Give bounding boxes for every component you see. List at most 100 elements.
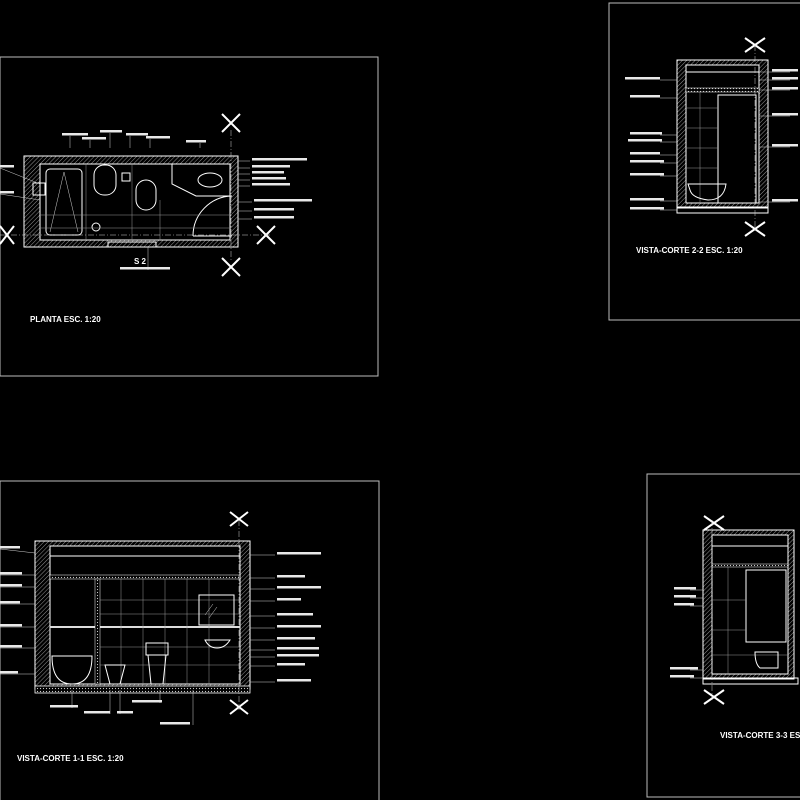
annotation-text-block [674,587,696,590]
annotation-text-block [630,152,660,155]
annotation-text-block [772,77,798,80]
annotation-text-block [132,700,162,703]
annotation-text-block [0,165,14,168]
annotation-text-block [772,199,798,202]
plan-fixtures [32,164,233,248]
sheet-frame [608,2,800,321]
annotation-text-block [630,173,664,176]
bathtub [51,655,93,685]
panel-corte-2-2: VISTA-CORTE 2-2 ESC. 1:20 [608,2,800,321]
annotation-text-block [772,113,798,116]
annotation-text-block [277,586,321,589]
annotation-text-block [630,95,660,98]
annotation-text-block [277,637,315,640]
sheet-frame [646,473,800,798]
section-mark: S 2 [134,257,147,266]
section-annotations [625,69,798,211]
plan-annotations [0,130,312,270]
annotation-text-block [0,671,18,674]
annotation-text-block [0,601,20,604]
section-walls [702,529,795,680]
annotation-text-block [277,613,313,616]
panel-planta: S 2 PLANTA ESC. 1:20 [0,56,379,377]
panel-corte-3-3: VISTA-CORTE 3-3 ESC. 1:20 [646,473,800,798]
annotation-text-block [0,584,22,587]
annotation-text-block [0,572,22,575]
washbasin [197,172,223,188]
annotation-text-block [772,69,798,72]
annotation-text-block [630,207,664,210]
panel-title: VISTA-CORTE 1-1 ESC. 1:20 [17,754,124,763]
annotation-text-block [0,546,20,549]
annotation-text-block [82,137,106,140]
annotation-text-block [277,552,321,555]
annotation-text-block [277,647,319,650]
annotation-text-block [0,645,22,648]
annotation-text-block [120,267,170,270]
annotation-text-block [630,160,664,163]
annotation-text-block [84,711,110,714]
panel-corte-1-1: VISTA-CORTE 1-1 ESC. 1:20 [0,480,380,800]
annotation-text-block [772,144,798,147]
bidet [93,164,117,196]
floor-drain [91,222,101,232]
sheet-frame [0,480,380,800]
annotation-text-block [772,87,798,90]
toilet [147,654,167,685]
annotation-text-block [670,667,698,670]
annotation-text-block [670,675,694,678]
leader-line [0,548,36,554]
annotation-text-block [252,183,290,186]
annotation-text-block [252,165,290,168]
sheet-frame [0,56,379,377]
toilet-tank [145,642,169,656]
panel-title: PLANTA ESC. 1:20 [30,315,101,324]
annotation-text-block [628,139,662,142]
annotation-text-block [50,705,78,708]
annotation-text-block [674,595,696,598]
annotation-text-block [277,625,321,628]
annotation-text-block [254,208,294,211]
shower-screen [745,569,787,643]
annotation-text-block [100,130,122,133]
shower-valve [32,182,46,196]
annotation-text-block [630,132,662,135]
annotation-text-block [146,136,170,139]
annotation-text-block [252,177,286,180]
door-opening [717,94,757,204]
annotation-text-block [186,140,206,143]
annotation-text-block [254,216,294,219]
annotation-text-block [252,171,284,174]
annotation-text-block [277,679,311,682]
mirror [198,594,235,626]
window [107,241,157,248]
bidet [104,664,126,685]
leader-line [0,193,41,201]
section-annotations [0,546,321,725]
annotation-text-block [160,722,190,725]
annotation-text-block [117,711,133,714]
washbasin [204,639,231,649]
door-swing [192,195,233,237]
annotation-text-block [62,133,88,136]
annotation-text-block [277,663,305,666]
annotation-text-block [625,77,660,80]
annotation-text-block [0,624,22,627]
annotation-text-block [126,133,148,136]
annotation-text-block [630,198,664,201]
annotation-text-block [674,603,694,606]
toilet [135,179,157,211]
annotation-text-block [277,654,319,657]
toilet [754,651,779,669]
plan-cut-markers [0,113,276,277]
annotation-text-block [277,575,305,578]
annotation-text-block [277,598,301,601]
plan-walls [23,155,239,248]
annotation-text-block [0,191,14,194]
section-walls [676,59,769,209]
section-annotations [670,587,703,679]
section-walls [34,540,251,690]
annotation-text-block [254,199,312,202]
toilet [687,183,727,201]
